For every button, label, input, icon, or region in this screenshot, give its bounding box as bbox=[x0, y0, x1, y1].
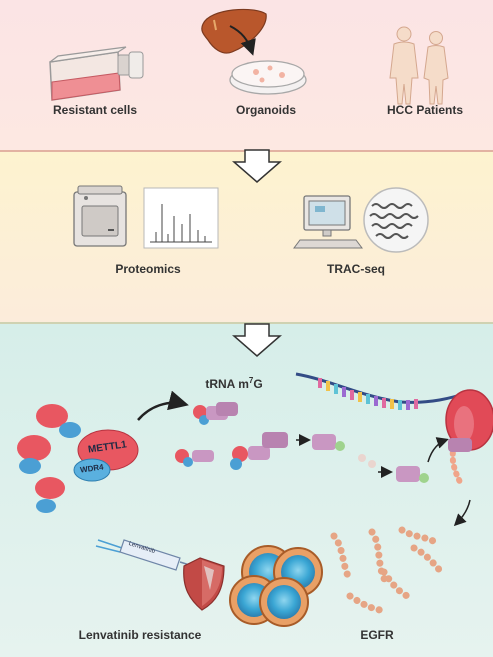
spectrum-chart-icon bbox=[143, 187, 219, 249]
culture-flask-icon bbox=[49, 46, 144, 101]
organoids-label: Organoids bbox=[235, 103, 297, 117]
down-arrow-1 bbox=[231, 149, 283, 183]
to-egfr-arrow bbox=[453, 499, 471, 527]
sequencing-reads-icon bbox=[363, 187, 429, 253]
mettl1-wdr4-complex bbox=[17, 404, 139, 513]
resistant-cells-label: Resistant cells bbox=[52, 103, 138, 117]
codon-ticks bbox=[318, 378, 418, 410]
petri-dish-icon bbox=[229, 60, 307, 95]
trac-seq-label: TRAC-seq bbox=[326, 262, 386, 276]
proteomics-label: Proteomics bbox=[115, 262, 181, 276]
mass-spectrometer-icon bbox=[73, 185, 127, 247]
egfr-label: EGFR bbox=[360, 628, 394, 642]
ribosome bbox=[445, 389, 493, 489]
trna-m7g-label: tRNA m7G bbox=[205, 376, 263, 391]
cell-cluster bbox=[229, 545, 323, 627]
egfr-chains bbox=[330, 526, 448, 614]
shield-icon bbox=[183, 557, 225, 611]
trna-pieces bbox=[175, 402, 472, 483]
lenvatinib-resistance-label: Lenvatinib resistance bbox=[78, 628, 202, 642]
flow-arrow-c bbox=[427, 437, 449, 463]
computer-icon bbox=[293, 195, 363, 249]
to-trna-arrow bbox=[137, 390, 189, 421]
liver-icon bbox=[201, 8, 267, 54]
liver-to-dish-arrow bbox=[229, 25, 256, 56]
hcc-patients-label: HCC Patients bbox=[386, 103, 464, 117]
down-arrow-2 bbox=[231, 323, 283, 357]
patients-icon bbox=[389, 26, 449, 105]
lenvatinib-syringe-icon bbox=[95, 539, 197, 571]
